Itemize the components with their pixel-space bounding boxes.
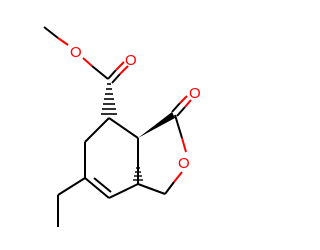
bond-lactone-double-1 [171,102,181,113]
ring-oxygen-label: O [178,155,190,172]
bond-c4-c4-double [93,177,112,193]
hashed-wedge-c3a [133,167,143,181]
lactone-carbonyl-oxygen-label: O [189,85,201,102]
bond-ester-double-2-red [119,65,129,75]
bond-o-ring-ch2 [164,181,175,195]
bond-carbonyl-o-ring-red [181,137,187,153]
bond-ester-double-1 [107,69,117,80]
ester-single-oxygen-label: O [70,44,82,61]
bond-o-c-ester-red [82,57,93,67]
bond-carbonyl-o-ring [174,114,183,139]
bond-methyl-o [43,26,59,39]
hashed-wedge-ester [101,83,117,115]
bond-c5-c4 [84,177,110,199]
bond-lactone-double-2-red [184,99,192,108]
bond-c4-c3a [108,183,139,199]
bond-o-c-ester [91,65,109,80]
bond-ch2-c3a [137,183,166,195]
bond-ester-double-1-red [115,61,125,71]
bond-c7-c6 [84,117,110,143]
molecule-structure-diagram: O O O O [43,26,201,227]
bond-o-ring-ch2-red [173,171,183,183]
bond-lactone-double-1-red [179,95,188,104]
bond-c7a-c7 [108,117,139,139]
bond-ester-double-2 [111,73,121,84]
wedge-c7a-carbonyl [138,112,175,138]
bond-lactone-double-2 [176,106,186,117]
ester-carbonyl-oxygen-label: O [125,52,137,69]
bond-c5-ethyl [57,177,86,196]
bond-methyl-o-red [57,37,69,46]
